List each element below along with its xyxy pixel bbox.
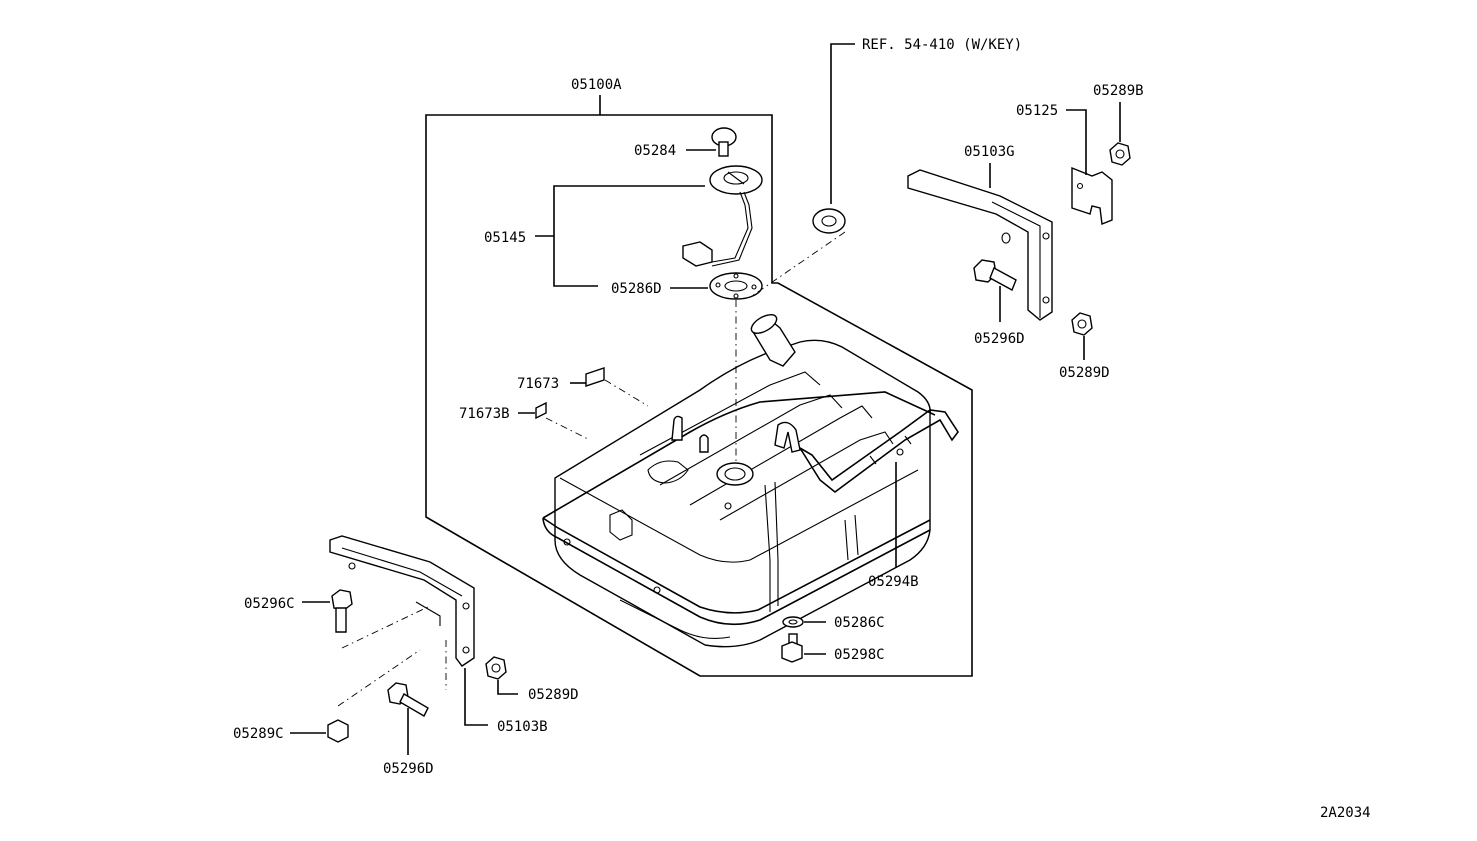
- label-71673: 71673: [517, 376, 559, 392]
- part-05286c-washer: [782, 616, 826, 628]
- part-05125-clip: [1066, 109, 1113, 225]
- label-05289c: 05289C: [233, 726, 284, 742]
- fuel-sender-unit: [682, 165, 763, 267]
- label-05296c: 05296C: [244, 596, 295, 612]
- label-05103b: 05103B: [497, 719, 548, 735]
- group-bracket-05145: [535, 185, 705, 287]
- part-05289d-nut-right: [1071, 312, 1093, 360]
- part-05286d-gasket: [709, 272, 763, 300]
- part-05296d-bolt-left: [387, 640, 447, 755]
- label-05289b: 05289B: [1093, 83, 1144, 99]
- assembly-outline-05100a: [425, 95, 973, 677]
- part-05103b-bracket: [329, 535, 488, 726]
- label-05284: 05284: [634, 143, 676, 159]
- part-05289c-nut: [290, 649, 421, 743]
- fuel-tank-body: [542, 314, 959, 648]
- part-05298c-drain-plug: [781, 633, 826, 663]
- label-05286c: 05286C: [834, 615, 885, 631]
- label-05103g: 05103G: [964, 144, 1015, 160]
- label-05289d-left: 05289D: [528, 687, 579, 703]
- label-plates: [535, 367, 649, 441]
- part-05289d-nut-left: [485, 656, 518, 695]
- label-05294b: 05294B: [868, 574, 919, 590]
- label-05296d-left: 05296D: [383, 761, 434, 777]
- part-05103g-bracket: [907, 163, 1053, 321]
- label-05125: 05125: [1016, 103, 1058, 119]
- drawing-code: 2A2034: [1320, 805, 1371, 821]
- part-05289b-nut: [1109, 102, 1131, 166]
- label-71673b: 71673B: [459, 406, 510, 422]
- label-05286d: 05286D: [611, 281, 662, 297]
- label-05296d-right: 05296D: [974, 331, 1025, 347]
- part-05296c-bolt: [302, 589, 431, 649]
- label-05100a: 05100A: [571, 77, 622, 93]
- label-ref: REF. 54-410 (W/KEY): [862, 37, 1022, 53]
- part-05296d-bolt-right: [973, 259, 1017, 322]
- label-05298c: 05298C: [834, 647, 885, 663]
- part-05284-grommet: [711, 127, 737, 157]
- label-05289d-right: 05289D: [1059, 365, 1110, 381]
- label-05145: 05145: [484, 230, 526, 246]
- ref-key-ring: [751, 43, 855, 297]
